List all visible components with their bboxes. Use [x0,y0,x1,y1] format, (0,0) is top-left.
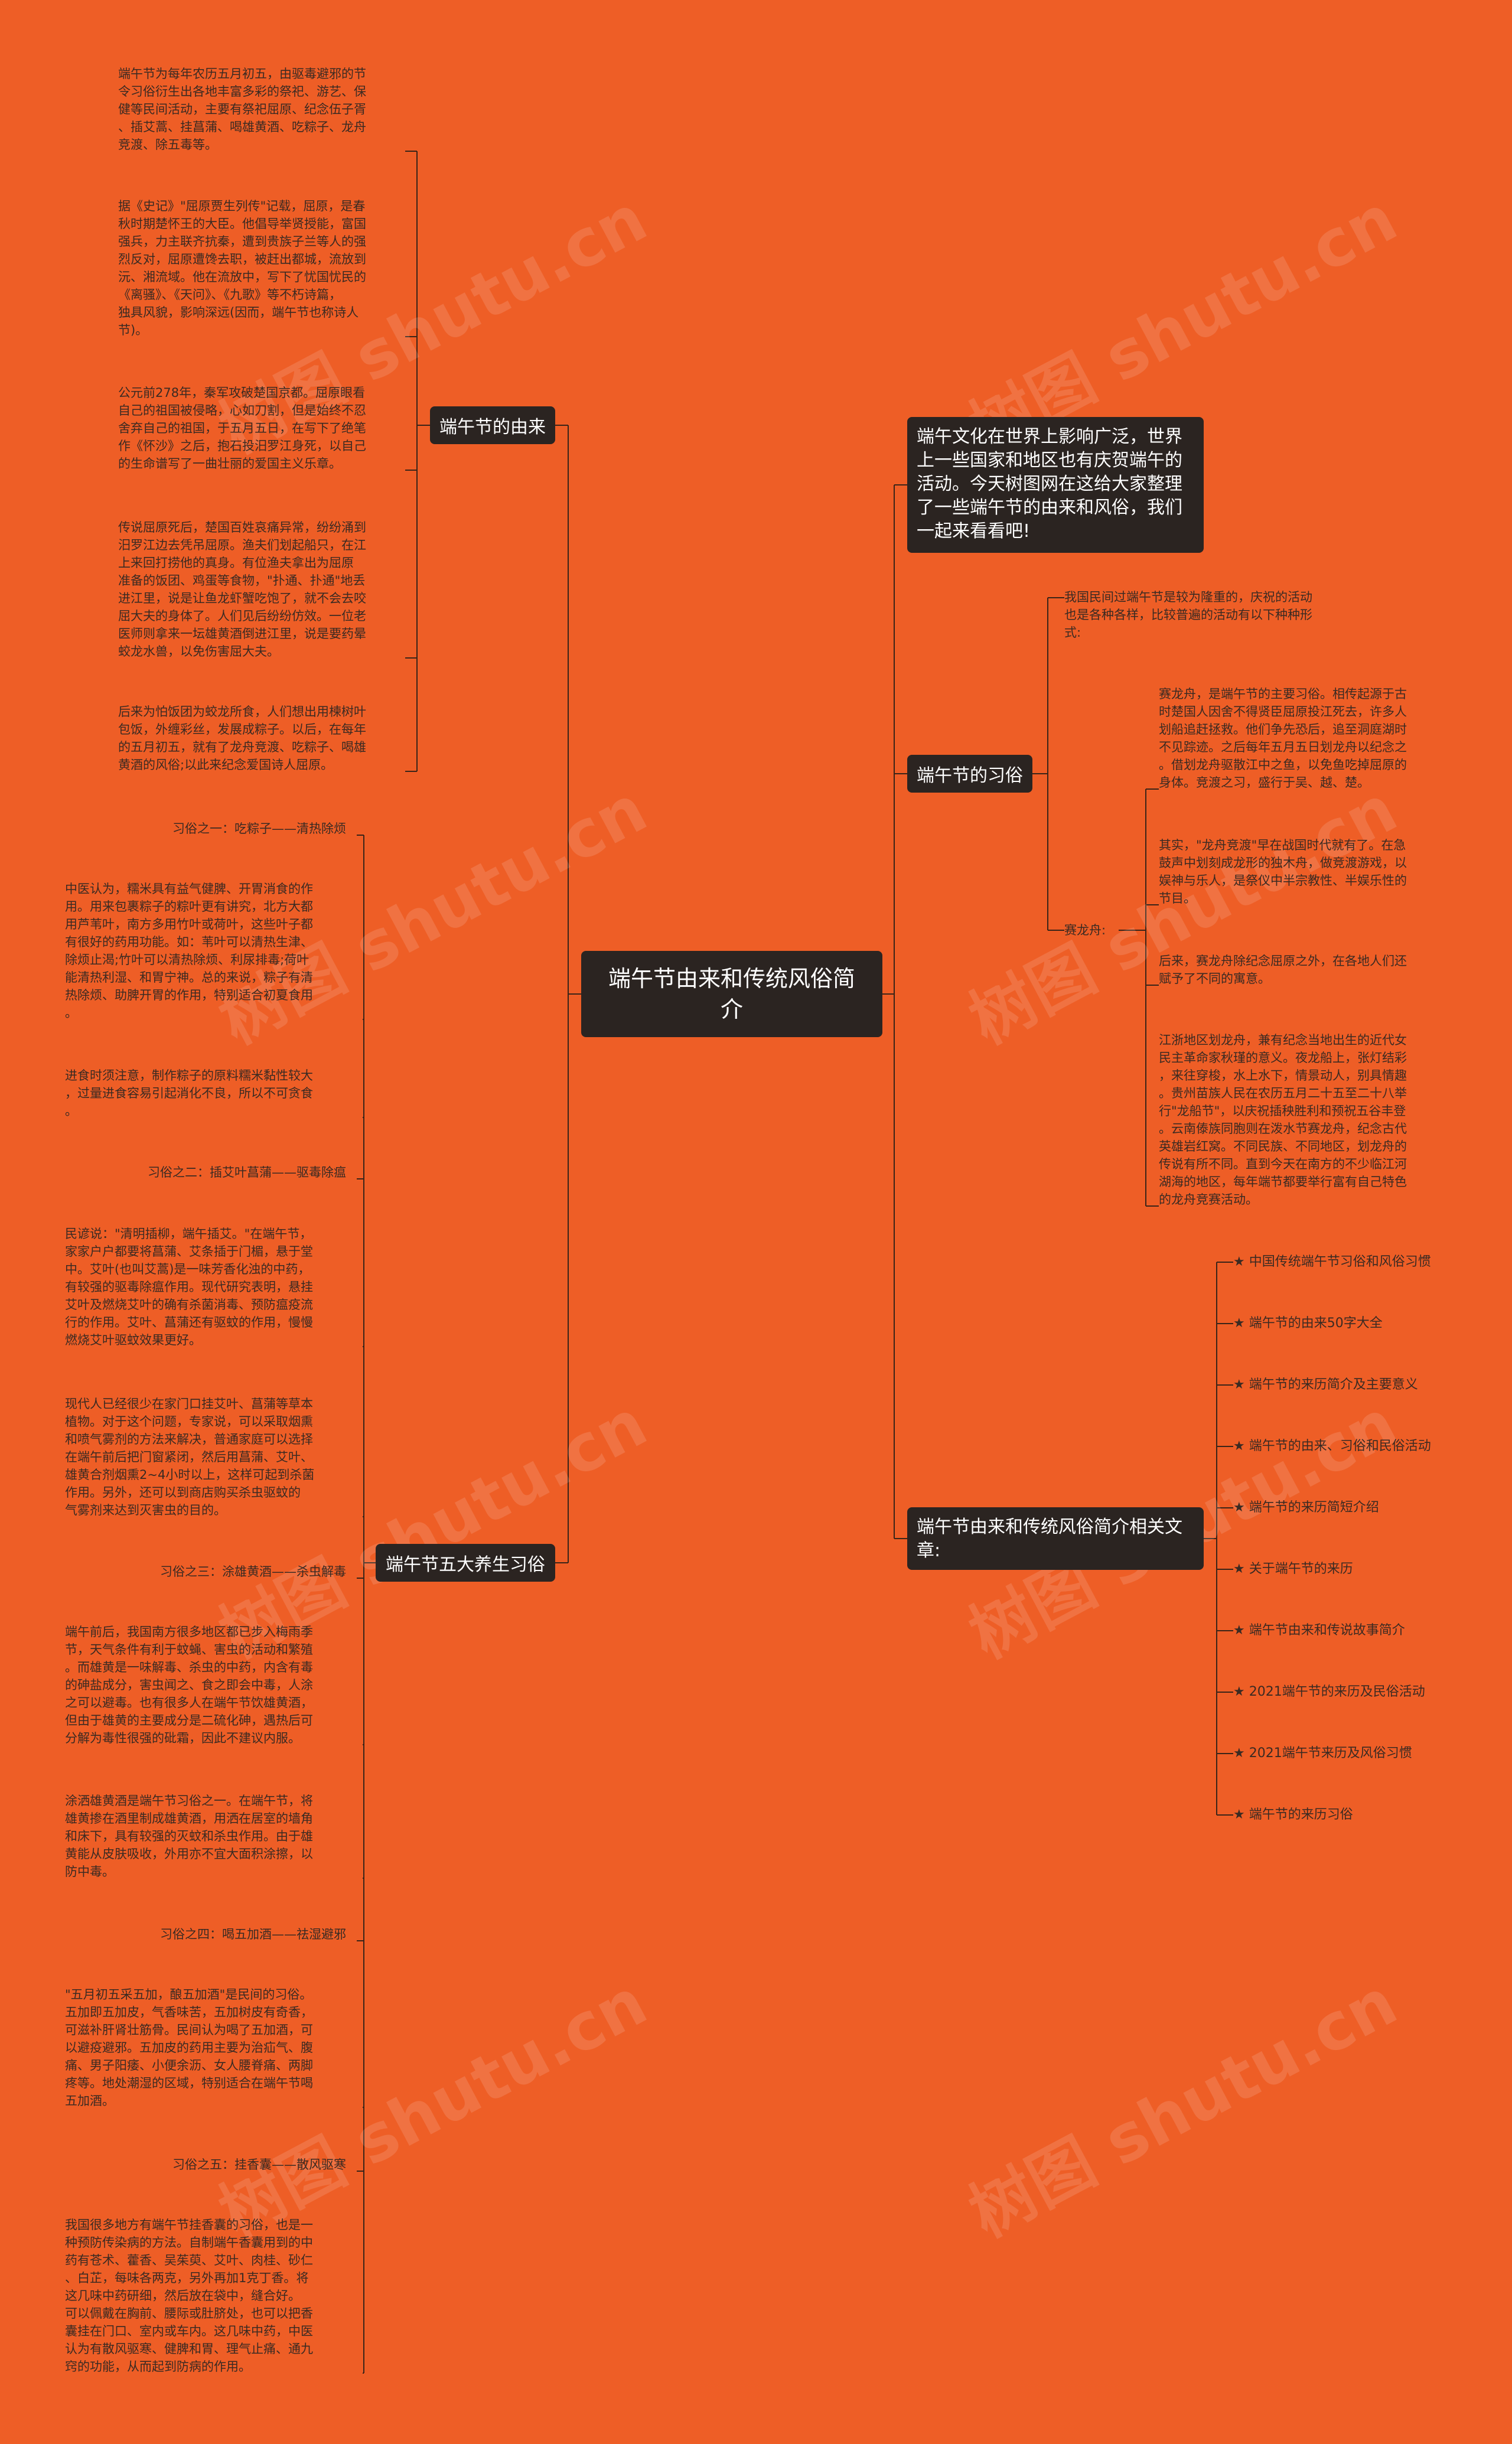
custom-text: 进食时须注意，制作粽子的原料糯米黏性较大 ，过量进食容易引起消化不良，所以不可贪… [65,1068,313,1118]
origin-text: 端午节为每年农历五月初五，由驱毒避邪的节 令习俗衍生出各地丰富多彩的祭祀、游艺、… [118,67,366,152]
branch-intro[interactable]: 端午文化在世界上影响广泛，世界 上一些国家和地区也有庆贺端午的 活动。今天树图网… [907,417,1204,553]
custom-text: "五月初五采五加，酿五加酒"是民间的习俗。 五加即五加皮，气香味苦，五加树皮有奇… [65,1987,313,2108]
related-article-link[interactable]: ★ 2021端午节的来历及民俗活动 [1233,1684,1425,1699]
branch-related-articles[interactable]: 端午节由来和传统风俗简介相关文 章: [907,1507,1204,1570]
custom-text: 端午前后，我国南方很多地区都已步入梅雨季 节，天气条件有利于蚊蝇、害虫的活动和繁… [65,1625,313,1745]
custom-text: 中医认为，糯米具有益气健脾、开胃消食的作 用。用来包裹粽子的粽叶更有讲究，北方大… [65,882,313,1020]
branch-customs[interactable]: 端午节的习俗 [907,755,1032,793]
origin-text: 公元前278年，秦军攻破楚国京都。屈原眼看 自己的祖国被侵略，心如刀割，但是始终… [118,386,366,471]
related-article-link[interactable]: ★ 2021端午节来历及风俗习惯 [1233,1746,1412,1761]
related-article-link[interactable]: ★ 端午节的由来50字大全 [1233,1316,1383,1331]
branch-health-customs[interactable]: 端午节五大养生习俗 [376,1544,555,1582]
custom-heading: 习俗之三：涂雄黄酒——杀虫解毒 [160,1565,346,1579]
custom-text: 民谚说："清明插柳，端午插艾。"在端午节， 家家户户都要将菖蒲、艾条插于门楣，悬… [65,1227,313,1347]
custom-heading: 习俗之四：喝五加酒——祛湿避邪 [160,1927,346,1941]
related-article-link[interactable]: ★ 端午节的来历习俗 [1233,1807,1353,1822]
related-article-link[interactable]: ★ 关于端午节的来历 [1233,1562,1353,1576]
dragon-boat-text: 后来，赛龙舟除纪念屈原之外，在各地人们还 赋予了不同的寓意。 [1159,954,1407,986]
custom-text: 涂洒雄黄酒是端午节习俗之一。在端午节，将 雄黄掺在酒里制成雄黄酒，用洒在居室的墙… [65,1794,313,1879]
related-article-link[interactable]: ★ 端午节的由来、习俗和民俗活动 [1233,1439,1431,1454]
root-topic[interactable]: 端午节由来和传统风俗简 介 [581,951,882,1037]
branch-origin[interactable]: 端午节的由来 [430,406,555,444]
custom-heading: 习俗之二：插艾叶菖蒲——驱毒除瘟 [148,1165,346,1179]
related-article-link[interactable]: ★ 端午节的来历简介及主要意义 [1233,1377,1418,1392]
custom-text: 我国很多地方有端午节挂香囊的习俗，也是一 种预防传染病的方法。自制端午香囊用到的… [65,2218,313,2374]
dragon-boat-text: 江浙地区划龙舟，兼有纪念当地出生的近代女 民主革命家秋瑾的意义。夜龙船上，张灯结… [1159,1033,1407,1207]
dragon-boat-text: 赛龙舟，是端午节的主要习俗。相传起源于古 时楚国人因舍不得贤臣屈原投江死去，许多… [1159,687,1407,790]
related-article-link[interactable]: ★ 端午节的来历简短介绍 [1233,1500,1379,1515]
custom-text: 现代人已经很少在家门口挂艾叶、菖蒲等草本 植物。对于这个问题，专家说，可以采取烟… [65,1397,315,1517]
origin-text: 据《史记》"屈原贾生列传"记载，屈原，是春 秋时期楚怀王的大臣。他倡导举贤授能，… [118,199,366,337]
dragon-boat-text: 其实，"龙舟竞渡"早在战国时代就有了。在急 鼓声中划刻成龙形的独木舟，做竞渡游戏… [1159,838,1407,905]
origin-text: 传说屈原死后，楚国百姓哀痛异常，纷纷涌到 汨罗江边去凭吊屈原。渔夫们划起船只，在… [118,520,366,659]
origin-text: 后来为怕饭团为蛟龙所食，人们想出用楝树叶 包饭，外缠彩丝，发展成粽子。以后，在每… [118,705,366,772]
customs-intro-text: 我国民间过端午节是较为隆重的，庆祝的活动 也是各种各样，比较普遍的活动有以下种种… [1064,590,1312,640]
related-article-link[interactable]: ★ 端午节由来和传说故事简介 [1233,1623,1405,1638]
custom-heading: 习俗之一：吃粽子——清热除烦 [172,822,346,836]
custom-heading: 习俗之五：挂香囊——散风驱寒 [172,2158,346,2172]
dragon-boat-label: 赛龙舟: [1064,923,1106,937]
related-article-link[interactable]: ★ 中国传统端午节习俗和风俗习惯 [1233,1254,1431,1269]
